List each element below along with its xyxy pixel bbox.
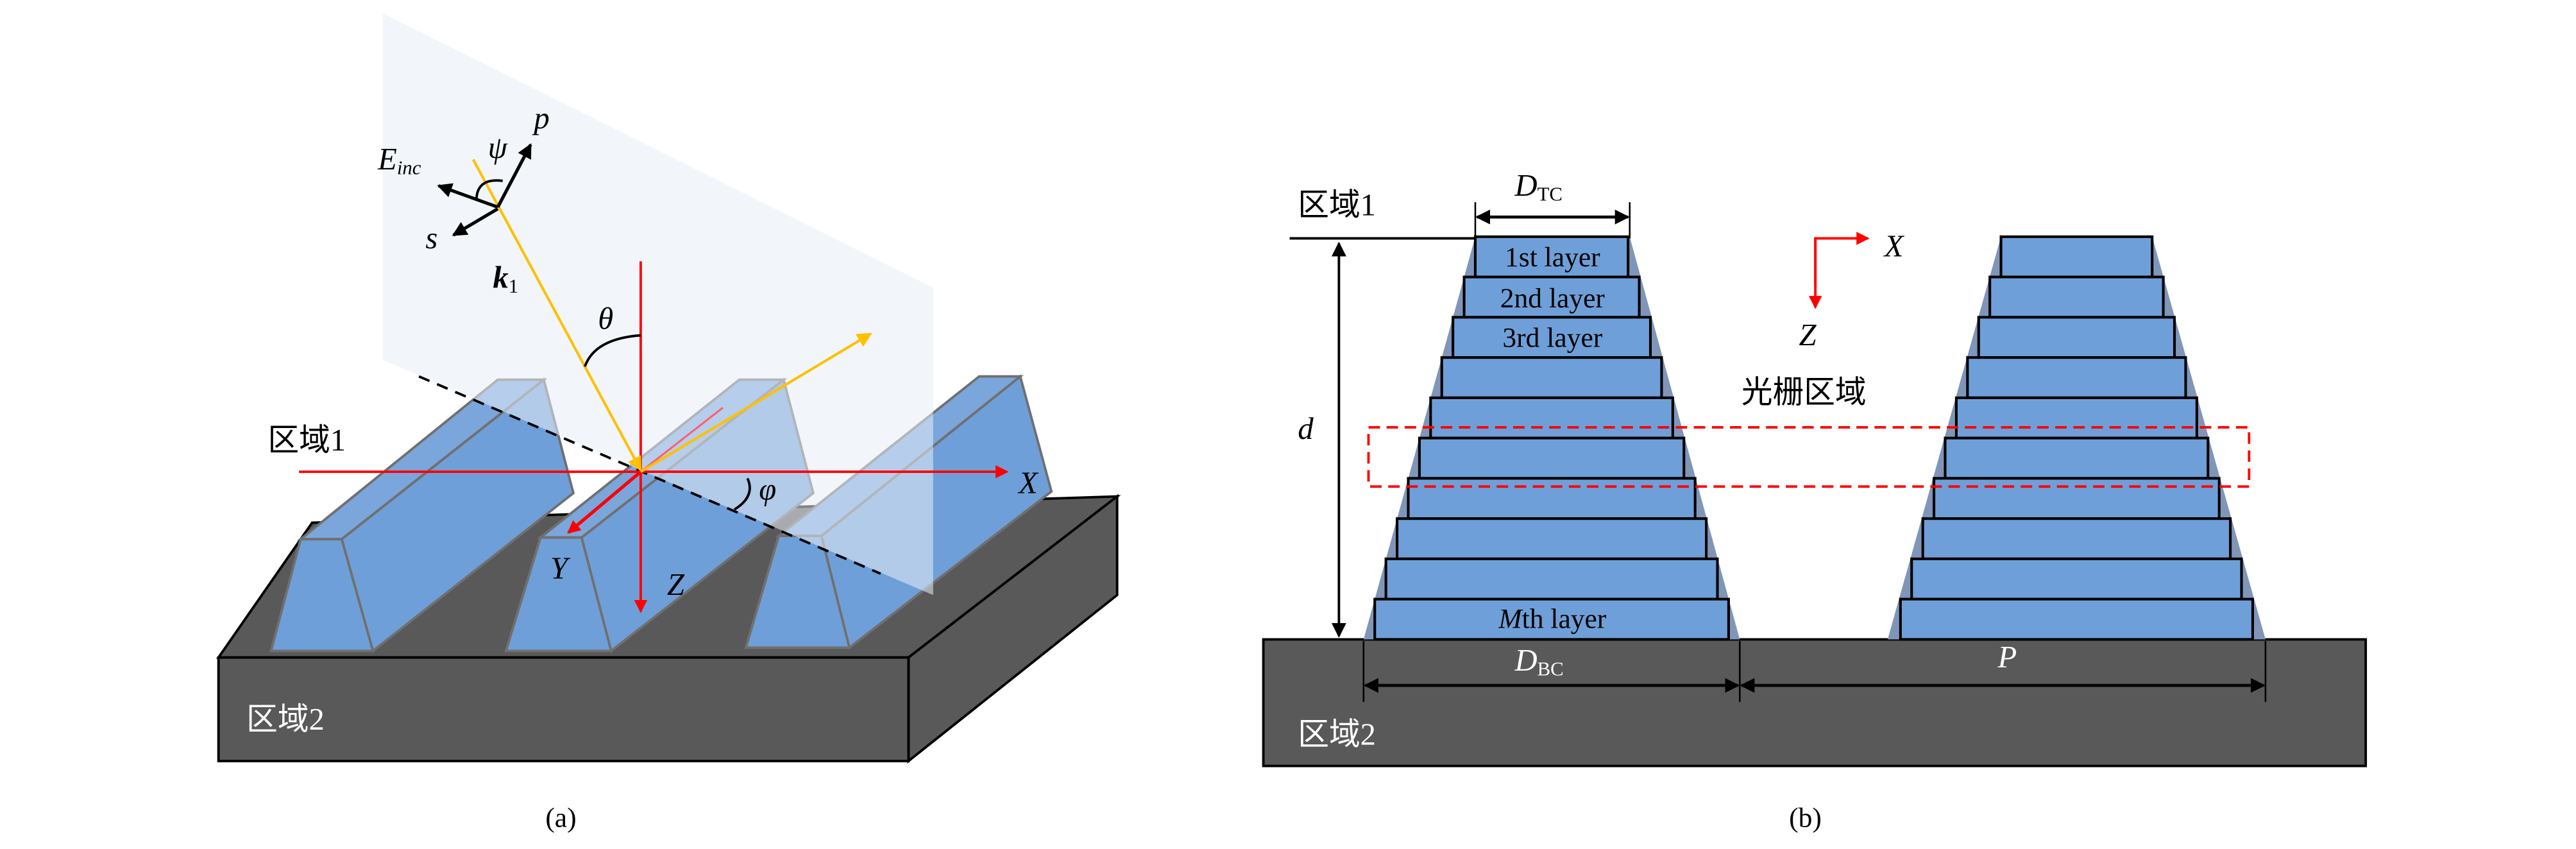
s-vector-arrow	[452, 207, 499, 237]
grating-layer	[1977, 316, 2176, 359]
label-region2: 区域2	[1298, 717, 1376, 751]
grating-layer	[1933, 477, 2221, 520]
label-k1: k1	[493, 260, 518, 297]
grating-layer	[1966, 356, 2187, 399]
layer-2-label: 2nd layer	[1500, 283, 1606, 314]
grating-layer	[1396, 517, 1708, 560]
e-inc-vector-arrow	[437, 183, 498, 209]
k-sub: 1	[509, 275, 518, 297]
grating-layer	[1899, 597, 2255, 641]
layers-right	[1899, 235, 2255, 641]
caption-a: (a)	[545, 802, 576, 833]
label-dbc: DBC	[1514, 643, 1563, 680]
grating-layer	[1429, 396, 1674, 440]
phi-arc	[733, 477, 751, 511]
selected-layer-dashed-box	[1367, 426, 2251, 488]
y-axis-back	[640, 407, 724, 473]
layer-m-main: M	[1498, 603, 1523, 634]
label-z: Z	[667, 567, 685, 602]
label-dtc: DTC	[1514, 168, 1562, 205]
caption-b: (b)	[1789, 802, 1822, 833]
label-period: P	[1997, 640, 2017, 674]
layers-left	[1373, 235, 1730, 641]
label-x: X	[1017, 465, 1039, 500]
k-main: k	[493, 260, 508, 295]
substrate	[1262, 638, 2368, 768]
plane-intersection-line	[418, 375, 881, 575]
grating-layer	[1910, 557, 2243, 601]
substrate-front	[217, 656, 910, 762]
dbc-main: D	[1514, 643, 1537, 678]
grating-layer	[1418, 436, 1686, 480]
psi-arc	[475, 179, 503, 201]
reflected-beam	[640, 332, 872, 473]
x-axis-arrow	[1814, 232, 1870, 285]
label-region1: 区域1	[1298, 188, 1376, 223]
dbc-sub: BC	[1538, 658, 1564, 680]
grating-layer	[1988, 275, 2165, 319]
theta-arc	[583, 334, 641, 367]
layer-m-label: Mth layer	[1498, 603, 1607, 634]
e-sub: inc	[397, 157, 421, 179]
grating-layer	[1384, 557, 1719, 601]
grating-layer	[1944, 436, 2210, 480]
dtc-main: D	[1514, 168, 1537, 203]
dtc-sub: TC	[1538, 184, 1563, 205]
layer-m-rest: th layer	[1522, 603, 1607, 634]
panel-a: p ψ Einc s k1 θ φ X Y Z 区域1 区域2 (a)	[216, 13, 1121, 833]
label-z: Z	[1799, 318, 1817, 352]
label-d: d	[1298, 411, 1314, 446]
label-x: X	[1883, 229, 1905, 264]
label-s: s	[425, 221, 437, 255]
label-region2: 区域2	[246, 702, 325, 737]
label-p: p	[532, 101, 549, 135]
grating-layer	[1373, 597, 1730, 641]
label-e-inc: Einc	[377, 142, 421, 179]
label-region1: 区域1	[267, 423, 346, 458]
label-phi: φ	[759, 472, 776, 507]
label-psi: ψ	[488, 130, 508, 165]
grating-layer	[1999, 235, 2154, 279]
grating-layer	[1407, 477, 1697, 520]
label-grating-region: 光栅区域	[1741, 375, 1867, 410]
incident-beam	[471, 159, 642, 472]
p-vector-arrow	[496, 143, 532, 208]
y-axis-arrow	[567, 470, 642, 534]
panel-b: 1st layer 2nd layer 3rd layer Mth layer …	[1262, 168, 2368, 833]
grating-layer	[1440, 356, 1663, 399]
layer-3-label: 3rd layer	[1502, 322, 1602, 353]
grating-layer	[1954, 396, 2198, 440]
layer-1-label: 1st layer	[1505, 242, 1600, 273]
e-main: E	[377, 142, 397, 176]
label-theta: θ	[598, 301, 613, 336]
grating-layer	[1921, 517, 2232, 560]
label-y: Y	[550, 551, 571, 586]
